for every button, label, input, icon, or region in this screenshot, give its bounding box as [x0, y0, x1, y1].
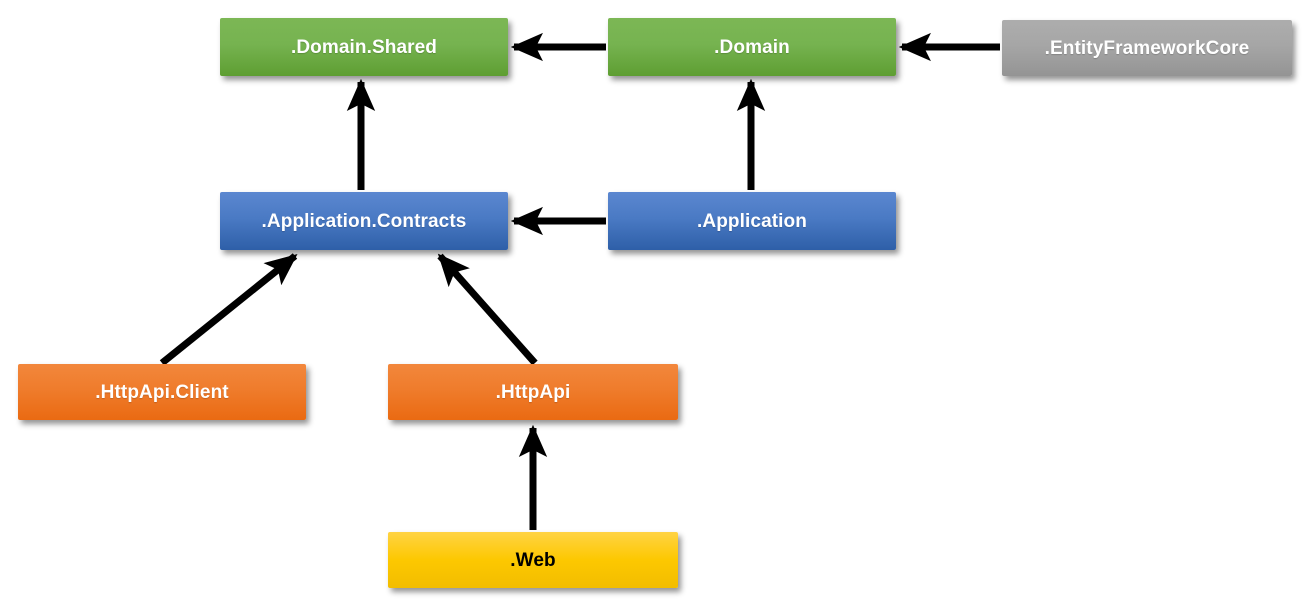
- node-http-api-client[interactable]: .HttpApi.Client: [18, 364, 306, 420]
- node-label-application: .Application: [697, 210, 807, 232]
- node-application-contracts[interactable]: .Application.Contracts: [220, 192, 508, 250]
- node-domain-shared[interactable]: .Domain.Shared: [220, 18, 508, 76]
- node-http-api[interactable]: .HttpApi: [388, 364, 678, 420]
- node-entity-framework-core[interactable]: .EntityFrameworkCore: [1002, 20, 1292, 76]
- dependency-arrow: [159, 253, 298, 366]
- node-domain[interactable]: .Domain: [608, 18, 896, 76]
- node-label-http-api: .HttpApi: [495, 381, 571, 403]
- node-label-web: .Web: [510, 549, 556, 571]
- node-label-entity-framework-core: .EntityFrameworkCore: [1044, 37, 1250, 59]
- node-label-http-api-client: .HttpApi.Client: [95, 381, 229, 403]
- node-label-domain-shared: .Domain.Shared: [290, 36, 438, 58]
- node-label-application-contracts: .Application.Contracts: [261, 210, 467, 232]
- node-application[interactable]: .Application: [608, 192, 896, 250]
- node-web[interactable]: .Web: [388, 532, 678, 588]
- node-label-domain: .Domain: [714, 36, 790, 58]
- dependency-arrow: [437, 253, 538, 366]
